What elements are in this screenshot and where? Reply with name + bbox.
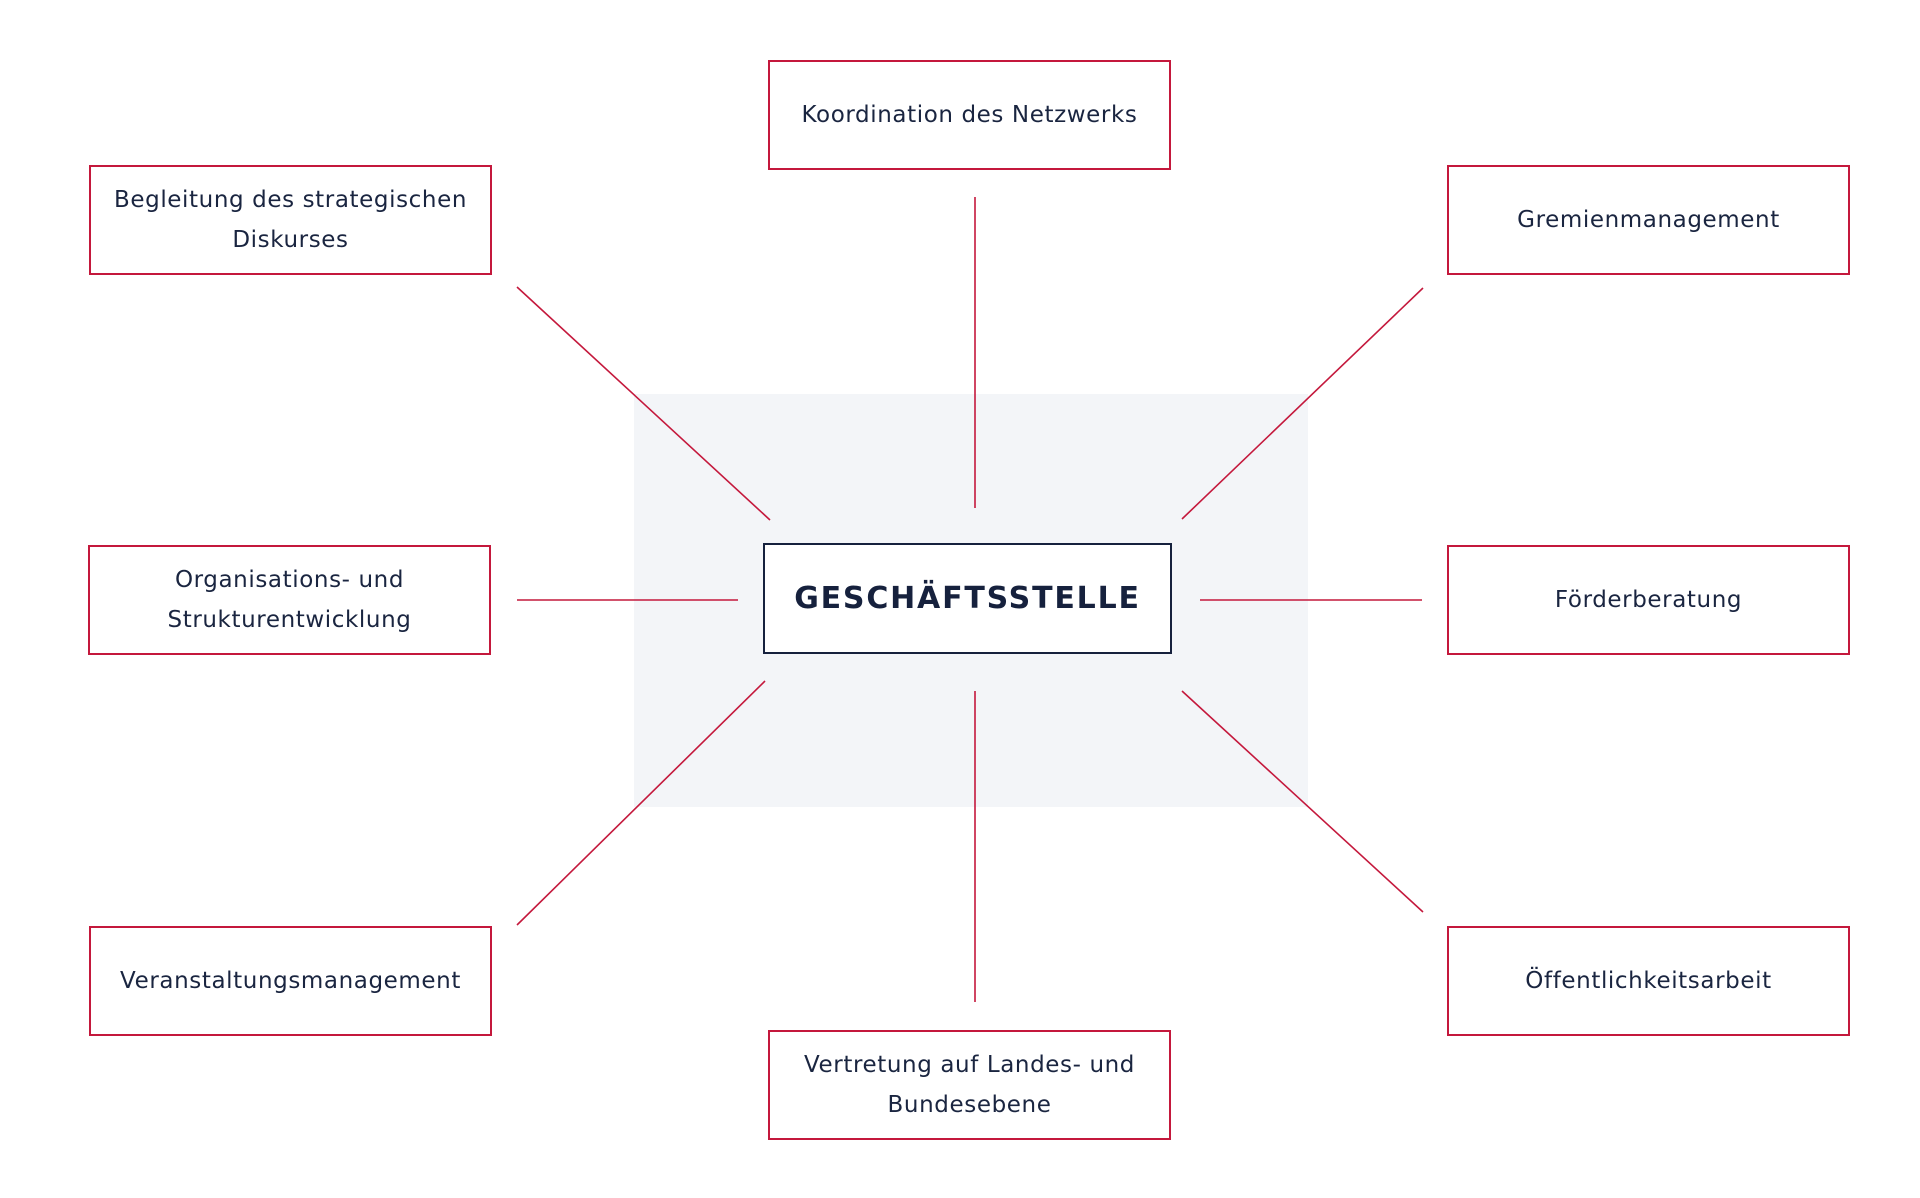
connector-bottom-left: [516, 680, 766, 926]
connector-top-right: [1181, 287, 1424, 520]
node-label: Begleitung des strategischen Diskurses: [113, 187, 468, 253]
node-label: Koordination des Netzwerks: [801, 102, 1138, 128]
node-label: Veranstaltungsmanagement: [120, 968, 461, 994]
node-koordination: Koordination des Netzwerks: [768, 60, 1171, 170]
node-label: Förderberatung: [1554, 587, 1743, 613]
node-label: Organisations- und Strukturentwicklung: [167, 567, 412, 633]
connector-top-left: [516, 286, 771, 521]
node-label: Öffentlichkeitsarbeit: [1525, 968, 1772, 994]
center-label: GESCHÄFTSSTELLE: [794, 581, 1141, 616]
node-veranstaltungsmanagement: Veranstaltungsmanagement: [89, 926, 492, 1036]
node-gremienmanagement: Gremienmanagement: [1447, 165, 1850, 275]
node-foerderberatung: Förderberatung: [1447, 545, 1850, 655]
center-node-geschaeftsstelle: GESCHÄFTSSTELLE: [763, 543, 1172, 654]
node-strategischer-diskurs: Begleitung des strategischen Diskurses: [89, 165, 492, 275]
node-oeffentlichkeitsarbeit: Öffentlichkeitsarbeit: [1447, 926, 1850, 1036]
node-label: Gremienmanagement: [1517, 207, 1780, 233]
node-label: Vertretung auf Landes- und Bundesebene: [803, 1052, 1136, 1118]
node-vertretung: Vertretung auf Landes- und Bundesebene: [768, 1030, 1171, 1140]
node-organisationsentwicklung: Organisations- und Strukturentwicklung: [88, 545, 491, 655]
connector-bottom-right: [1181, 690, 1424, 913]
